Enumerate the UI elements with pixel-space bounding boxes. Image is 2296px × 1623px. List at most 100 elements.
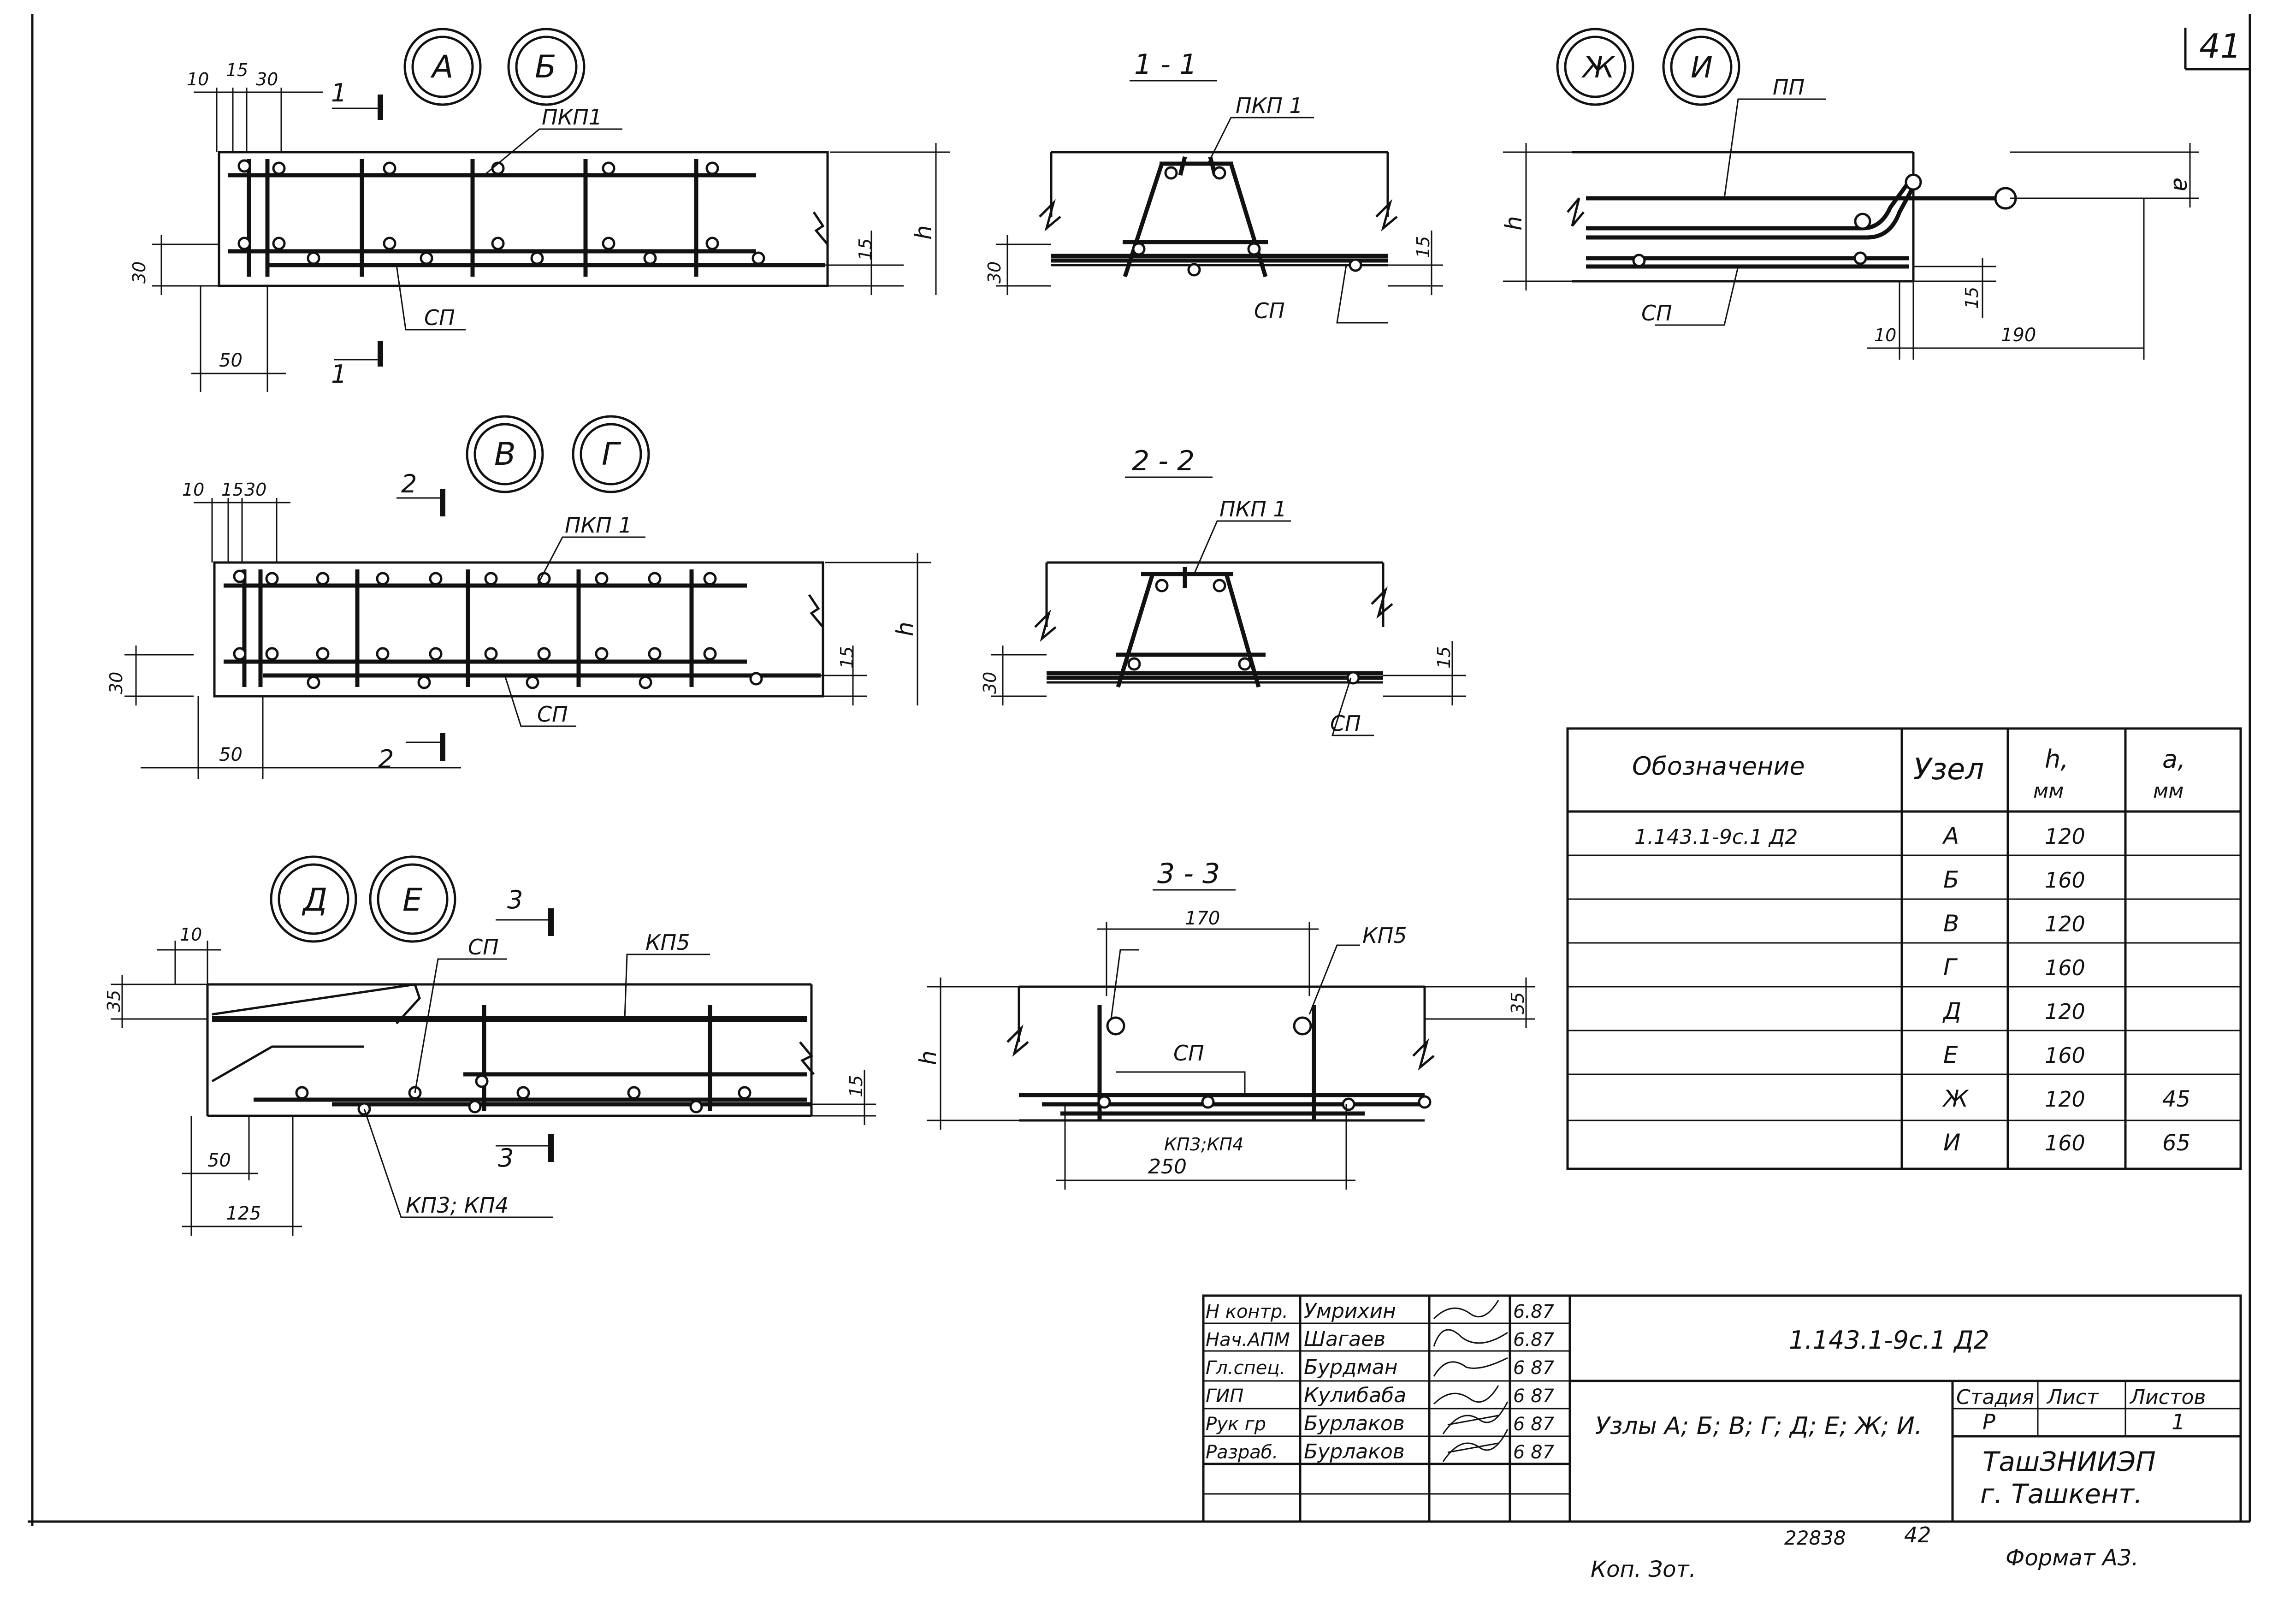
table-cell-node: А	[1942, 823, 1959, 849]
person-role: Нач.АПМ	[1206, 1329, 1290, 1351]
cut-label-3-bottom: 3	[498, 1143, 514, 1173]
node-label-a: А	[430, 49, 454, 85]
label-kp5-de: КП5	[645, 930, 690, 955]
title-block	[1202, 1294, 2242, 1523]
dim-15-right-vg: 15	[837, 646, 857, 669]
label-sp-de: СП	[468, 935, 499, 960]
sheets-value: 1	[2172, 1410, 2185, 1434]
doc-code: 1.143.1-9с.1 Д2	[1789, 1326, 1989, 1355]
dim-30-left-ab: 30	[129, 261, 149, 284]
table-cell-a: 45	[2162, 1086, 2190, 1112]
table-cell-h: 120	[2045, 999, 2085, 1024]
dim-15-right-ab: 15	[855, 238, 876, 261]
dim-30-left-vg: 30	[106, 672, 126, 694]
person-date: 6 87	[1513, 1414, 1555, 1435]
dim-50-de: 50	[207, 1150, 231, 1171]
person-date: 6.87	[1513, 1329, 1555, 1351]
person-role: Рук гр	[1206, 1414, 1266, 1435]
sheets-label: Листов	[2129, 1386, 2206, 1409]
person-date: 6 87	[1513, 1386, 1555, 1407]
view-zh-i	[1503, 28, 2199, 360]
label-sp-zh: СП	[1641, 301, 1672, 326]
dim-10-ab: 10	[187, 69, 209, 89]
person-name: Бурлаков	[1304, 1440, 1405, 1463]
person-name: Шагаев	[1304, 1327, 1385, 1351]
table-cell-node: Ж	[1942, 1085, 1969, 1112]
section-title-3-3: 3 - 3	[1157, 858, 1220, 890]
dim-15-vg: 15	[221, 480, 243, 500]
node-label-i: И	[1691, 51, 1713, 85]
view-vg	[124, 415, 931, 779]
person-role: Разраб.	[1206, 1442, 1278, 1463]
person-date: 6 87	[1513, 1442, 1555, 1463]
view-ab	[152, 28, 950, 392]
person-date: 6 87	[1513, 1357, 1555, 1379]
dim-h-s33: h	[915, 1050, 941, 1065]
cut-label-2-top: 2	[401, 469, 417, 498]
dim-h-zh: h	[1500, 216, 1527, 231]
org-city: г. Ташкент.	[1980, 1478, 2142, 1510]
table-header-a: a,	[2162, 745, 2185, 774]
person-role: Гл.спец.	[1206, 1357, 1285, 1379]
section-1-1	[996, 80, 1443, 324]
table-header-designation: Обозначение	[1632, 752, 1805, 781]
dim-250-s33: 250	[1148, 1155, 1187, 1179]
label-kp5-s33: КП5	[1362, 923, 1407, 948]
label-sp-vg: СП	[537, 702, 568, 727]
node-label-v: В	[494, 436, 516, 473]
node-label-zh: Ж	[1581, 51, 1616, 85]
table-header-node: Узел	[1913, 752, 1984, 787]
table-header-h: h,	[2045, 745, 2068, 774]
label-kp3-kp4-de: КП3; КП4	[406, 1193, 509, 1218]
dim-170-s33: 170	[1185, 908, 1220, 929]
dim-h-ab: h	[910, 225, 937, 240]
dim-10-vg: 10	[182, 480, 204, 500]
table-cell-node: И	[1943, 1129, 1960, 1156]
table-cell-node: Б	[1943, 866, 1959, 893]
label-kp3-kp4-s33: КП3;КП4	[1164, 1134, 1243, 1155]
dim-35-s33: 35	[1508, 992, 1528, 1014]
label-pkp1-vg: ПКП 1	[565, 513, 632, 538]
cut-label-1-top: 1	[331, 78, 347, 107]
table-cell-node: В	[1943, 910, 1959, 937]
table-cell-h: 120	[2045, 824, 2085, 849]
dim-h-vg: h	[892, 622, 918, 636]
dim-15-s22: 15	[1434, 646, 1454, 669]
node-table	[1566, 727, 2242, 1170]
dim-15-zh: 15	[1962, 287, 1982, 309]
dim-10-de: 10	[180, 924, 202, 945]
person-role: Н контр.	[1206, 1301, 1288, 1322]
dim-50-ab: 50	[219, 350, 243, 371]
table-cell-h: 160	[2045, 1131, 2085, 1155]
cut-label-3-top: 3	[507, 885, 523, 914]
stage-label: Стадия	[1956, 1386, 2034, 1409]
cut-label-2-bottom: 2	[378, 745, 394, 774]
table-cell-a: 65	[2162, 1130, 2190, 1156]
dim-15-de: 15	[846, 1075, 866, 1097]
footer-format: Формат А3.	[2006, 1545, 2139, 1571]
person-role: ГИП	[1206, 1386, 1243, 1407]
stage-value: Р	[1982, 1410, 1995, 1434]
sheet-number: 41	[2199, 27, 2242, 65]
node-label-b: Б	[535, 49, 556, 85]
dim-15-ab: 15	[226, 60, 248, 80]
dim-125-de: 125	[226, 1203, 261, 1224]
label-pp: ПП	[1773, 75, 1805, 100]
person-name: Бурлаков	[1304, 1412, 1405, 1435]
org-name: ТашЗНИИЭП	[1982, 1446, 2156, 1477]
dim-30-s11: 30	[984, 261, 1005, 284]
dim-30-s22: 30	[980, 672, 1000, 694]
footer-num: 42	[1904, 1522, 1931, 1547]
person-name: Бурдман	[1304, 1356, 1398, 1379]
label-pkp1-s22: ПКП 1	[1219, 497, 1287, 521]
node-label-d: Д	[302, 882, 327, 918]
view-de	[111, 855, 876, 1236]
dim-190-zh: 190	[2001, 325, 2036, 346]
label-sp-s22: СП	[1330, 711, 1361, 736]
sheet-label: Лист	[2046, 1386, 2099, 1409]
dim-a-zh: a	[2168, 178, 2195, 192]
table-cell-node: Е	[1943, 1042, 1958, 1068]
label-sp-s33: СП	[1173, 1041, 1204, 1066]
